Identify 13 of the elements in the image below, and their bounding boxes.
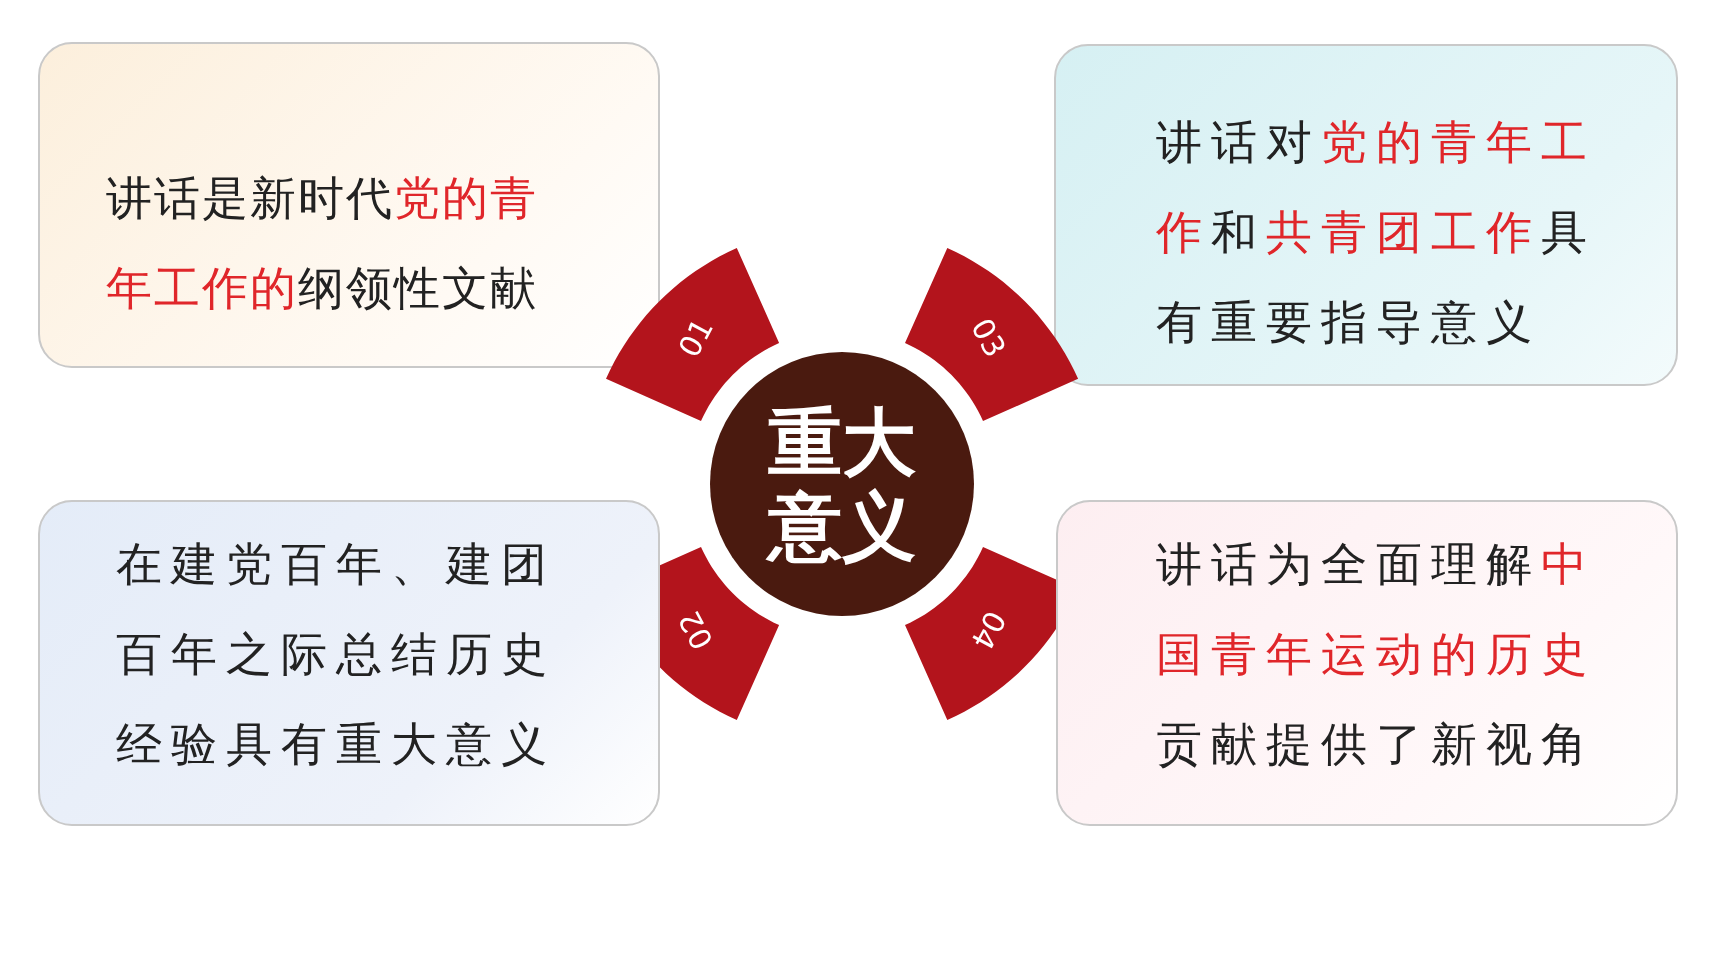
- card-text: 讲话为全面理解中国青年运动的历史贡献提供了新视角: [1156, 538, 1597, 772]
- text-card: [38, 500, 660, 826]
- card-text: 讲话对党的青年工作和共青团工作具有重要指导意义: [1156, 116, 1597, 350]
- text-card: [1054, 44, 1678, 386]
- text-card: [1056, 500, 1678, 826]
- sector-number: 01: [672, 313, 721, 364]
- sector-number: 02: [672, 604, 721, 655]
- card-text: 讲话是新时代党的青年工作的纲领性文献: [106, 172, 539, 316]
- text-card: [38, 42, 660, 368]
- sector-number: 03: [963, 313, 1012, 364]
- center-title: 重大意义: [766, 400, 918, 568]
- card-text: 在建党百年、建团百年之际总结历史经验具有重大意义: [116, 538, 557, 772]
- sector-number: 04: [963, 604, 1012, 655]
